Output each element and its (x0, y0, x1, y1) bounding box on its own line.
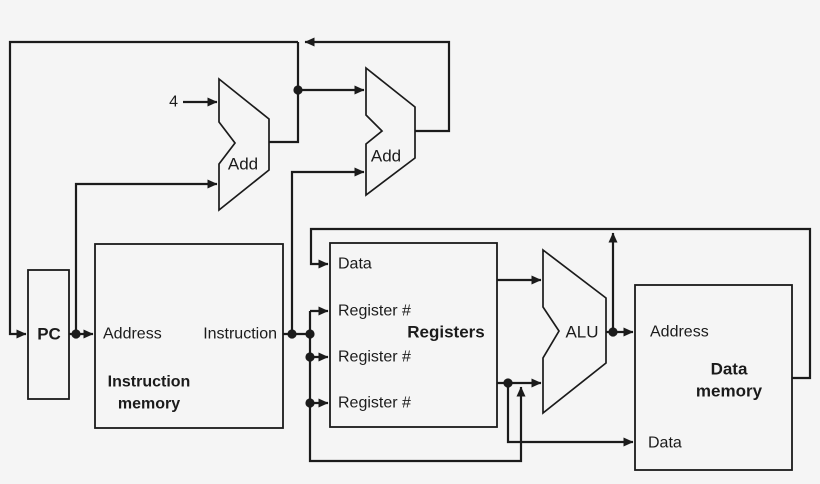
alu-label: ALU (565, 323, 598, 342)
wire-readdata2-to-dmem (506, 383, 634, 447)
wire-dmem-writeback (309, 227, 812, 380)
imem-address-label: Address (103, 326, 162, 343)
registers-data-label: Data (338, 256, 372, 273)
junction-dot-pcplus4 (293, 85, 303, 95)
junction-dot-instruction-b (305, 329, 315, 339)
adder2-shape (365, 66, 416, 197)
wire-immediate-to-alu (308, 311, 526, 463)
imem-instruction-label: Instruction (203, 326, 277, 343)
constant-four-label: 4 (169, 94, 178, 111)
junction-dot-alu-result (608, 327, 618, 337)
imem-title-line2: memory (118, 396, 180, 413)
registers-box (329, 242, 498, 428)
data-memory-box (634, 284, 793, 471)
registers-reg3-label: Register # (338, 395, 411, 412)
instruction-memory-box (94, 243, 284, 429)
registers-title: Registers (407, 323, 484, 342)
dmem-title-line2: memory (696, 382, 763, 401)
junction-dot-register3 (305, 398, 315, 408)
wire-pc-to-add1 (74, 179, 218, 334)
pc-box (27, 269, 70, 400)
adder1-shape (218, 77, 270, 212)
dmem-title-line1: Data (711, 360, 748, 379)
adder2-label: Add (371, 147, 401, 166)
registers-reg1-label: Register # (338, 303, 411, 320)
junction-dot-instruction-a (287, 329, 297, 339)
wire-pc-feedback (8, 40, 298, 339)
dmem-data-label: Data (648, 435, 682, 452)
junction-dot-pc-out (71, 329, 81, 339)
adder1-label: Add (228, 155, 258, 174)
junction-dot-register2 (305, 352, 315, 362)
dmem-address-label: Address (650, 324, 709, 341)
imem-title-line1: Instruction (108, 374, 191, 391)
junction-dot-readdata2 (503, 378, 513, 388)
pc-label: PC (37, 325, 61, 344)
alu-shape (542, 248, 607, 415)
wire-add1-output (269, 42, 300, 144)
wire-offset-to-add2 (290, 167, 365, 334)
wire-add2-output-loop (304, 37, 451, 133)
registers-reg2-label: Register # (338, 349, 411, 366)
